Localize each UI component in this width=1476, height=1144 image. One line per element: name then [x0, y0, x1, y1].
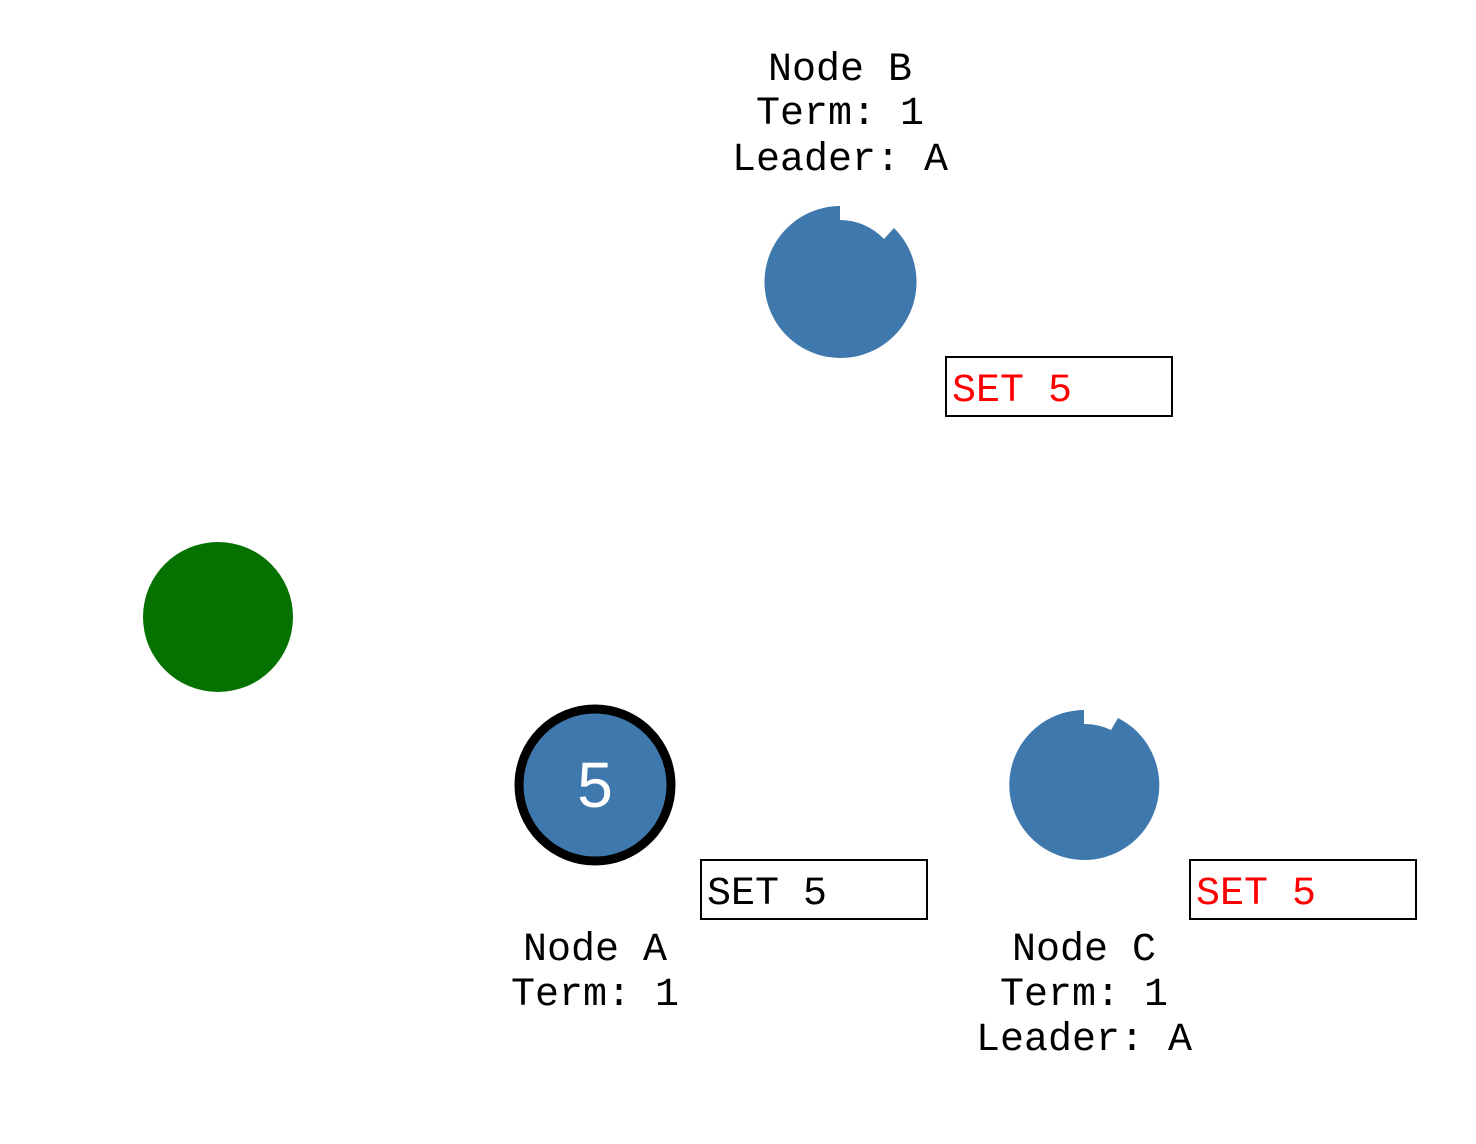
node-c-log-box [1189, 859, 1417, 920]
node-c-log-entry: SET 5 [1196, 872, 1316, 917]
node-c-log: SET 5 [1189, 859, 1417, 920]
node-a-name: Node A [523, 928, 667, 973]
node-a-value: 5 [577, 749, 613, 821]
node-c-name: Node C [1012, 928, 1156, 973]
node-b-log-entry: SET 5 [952, 369, 1072, 414]
node-c-leader: Leader: A [976, 1018, 1192, 1063]
client-circle[interactable] [143, 542, 293, 692]
node-b-circle[interactable] [764, 206, 917, 358]
node-c-term: Term: 1 [1000, 973, 1168, 1018]
node-b-name: Node B [768, 48, 912, 93]
node-a-log-box [700, 859, 928, 920]
node-a-term: Term: 1 [511, 973, 679, 1018]
node-b-term: Term: 1 [756, 92, 924, 137]
node-a-log: SET 5 [700, 859, 928, 920]
node-a-circle[interactable] [514, 704, 676, 866]
node-a-log-entry: SET 5 [707, 872, 827, 917]
node-a-label: Node A Term: 1 [511, 928, 679, 1018]
node-c-circle[interactable] [1009, 710, 1160, 860]
node-b-leader: Leader: A [732, 138, 948, 183]
node-b-log-box [945, 356, 1173, 417]
node-b-log: SET 5 [945, 356, 1173, 417]
node-b-label: Node B Term: 1 Leader: A [732, 48, 948, 183]
node-c-label: Node C Term: 1 Leader: A [976, 928, 1192, 1063]
